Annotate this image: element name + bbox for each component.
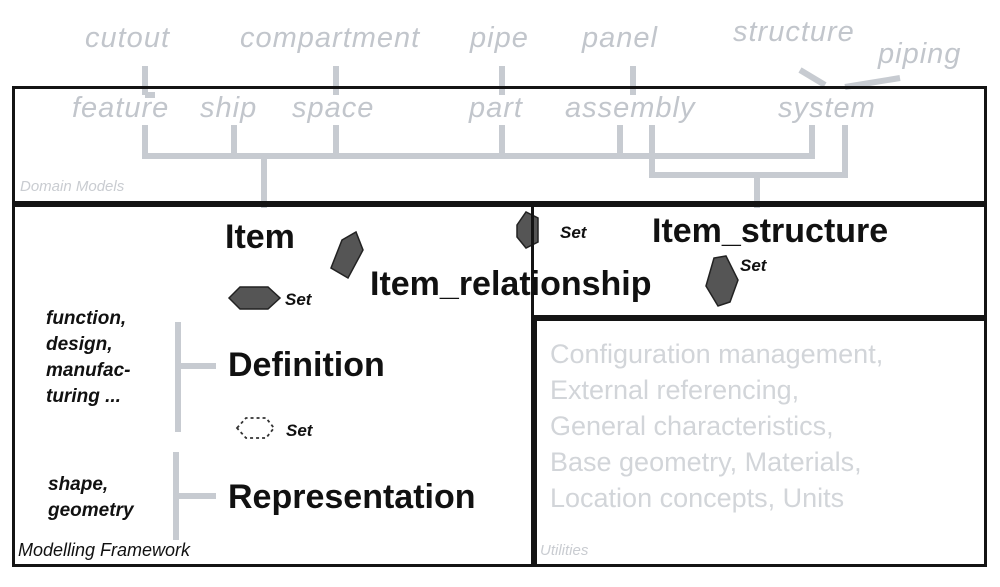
set-symbol-relationship-left <box>330 230 364 280</box>
set-symbol-item <box>227 286 282 310</box>
set-label-top: Set <box>560 223 587 242</box>
set-symbol-relationship-right <box>705 255 739 307</box>
term-compartment: compartment <box>240 22 421 54</box>
term-assembly: assembly <box>565 92 696 124</box>
term-part: part <box>469 92 523 124</box>
set-label-right: Set <box>740 256 767 275</box>
term-ship: ship <box>200 92 258 124</box>
term-panel: panel <box>582 22 658 54</box>
set-label-definition: Set <box>286 421 313 440</box>
term-cutout: cutout <box>85 22 170 54</box>
representation-aspects: shape, geometry <box>48 474 134 521</box>
term-item-relationship: Item_relationship <box>370 265 652 303</box>
item-structure-box <box>531 204 987 318</box>
term-system: system <box>778 92 876 124</box>
utilities-list: Configuration management, External refer… <box>550 339 884 513</box>
term-structure: structure <box>733 16 855 48</box>
term-item-structure: Item_structure <box>652 212 889 250</box>
term-definition: Definition <box>228 346 385 384</box>
term-item: Item <box>225 218 295 256</box>
modelling-framework-box <box>12 204 534 567</box>
term-piping: piping <box>878 38 962 70</box>
utilities-box <box>534 318 987 567</box>
set-label-item: Set <box>285 290 312 309</box>
set-symbol-definition <box>235 417 276 439</box>
modelling-framework-caption: Modelling Framework <box>18 540 191 560</box>
term-pipe: pipe <box>470 22 529 54</box>
domain-models-caption: Domain Models <box>20 178 125 195</box>
utilities-caption: Utilities <box>540 542 589 559</box>
term-feature: feature <box>72 92 170 124</box>
term-representation: Representation <box>228 478 476 516</box>
term-space: space <box>292 92 375 124</box>
definition-aspects: function, design, manufac- turing ... <box>46 308 131 407</box>
domain-models-box <box>12 86 987 204</box>
